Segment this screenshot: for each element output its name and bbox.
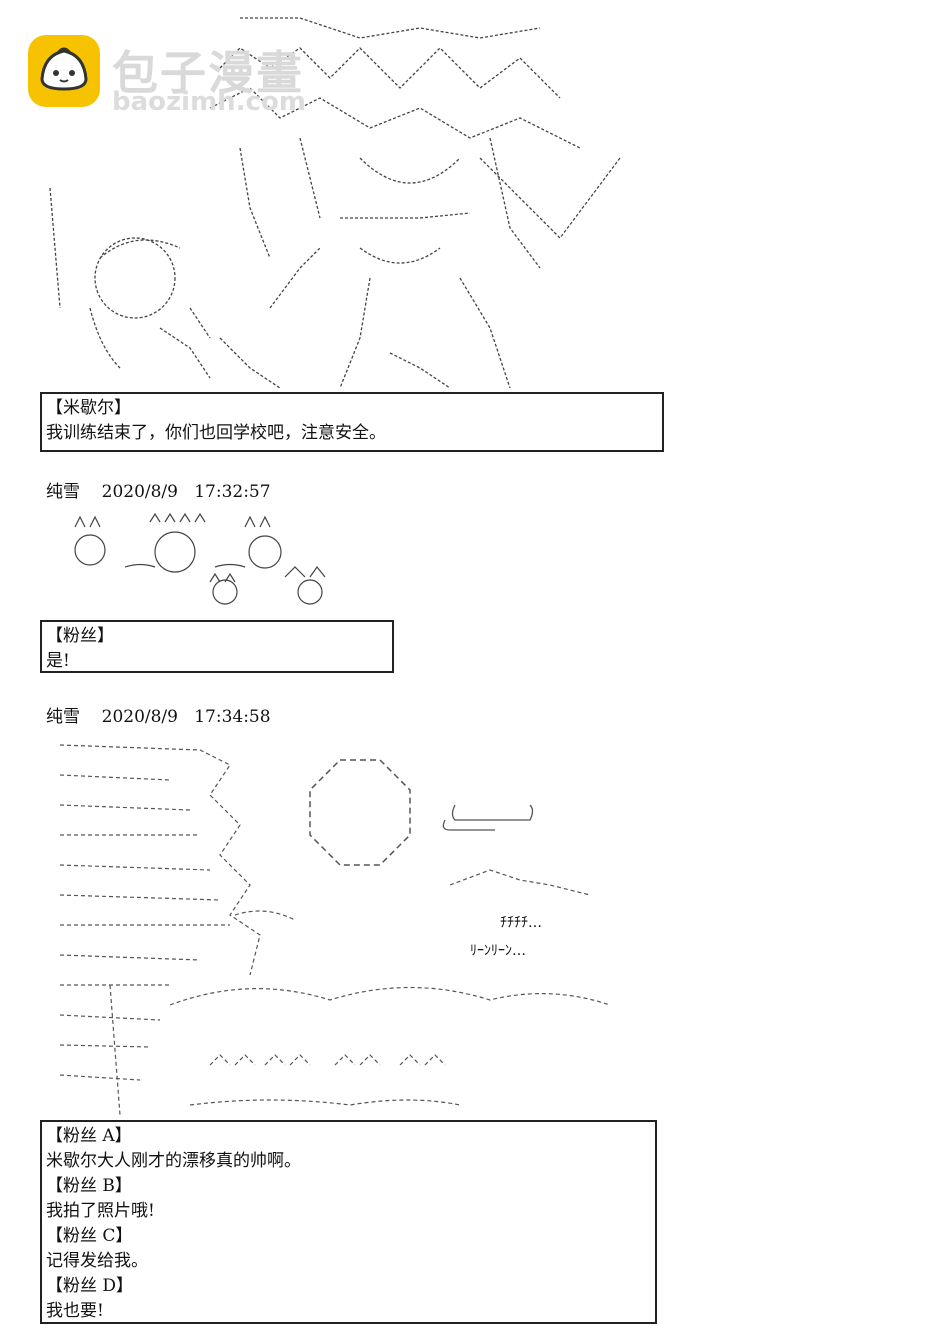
watermark-logo: 包子漫畫 baozimh.com [28,35,328,117]
sfx-chirp: ﾁﾁﾁﾁ… [500,915,542,931]
watermark-domain: baozimh.com [112,87,306,117]
dialog-box-fans: 【粉丝】 是! [40,620,394,673]
bun-logo-icon [28,35,100,107]
speaker-label: 【粉丝 A】 [46,1126,132,1146]
post-meta: 纯雪 2020/8/9 17:34:58 [46,702,271,727]
dialog-text: 我拍了照片哦! [46,1201,155,1221]
cats-ascii-art [55,512,355,607]
speaker-label: 【粉丝 B】 [46,1176,132,1196]
dialog-box-michelle: 【米歇尔】 我训练结束了，你们也回学校吧，注意安全。 [40,392,664,452]
post-author: 纯雪 [46,707,80,727]
post-time: 17:32:57 [194,482,271,502]
dialog-text: 米歇尔大人刚才的漂移真的帅啊。 [46,1151,301,1171]
dialog-box-fans-group: 【粉丝 A】 米歇尔大人刚才的漂移真的帅啊。 【粉丝 B】 我拍了照片哦! 【粉… [40,1120,657,1324]
top-ascii-art [40,8,640,388]
post-date: 2020/8/9 [101,482,178,502]
speaker-label: 【米歇尔】 [46,398,131,418]
dialog-text: 记得发给我。 [46,1251,148,1271]
watermark-brand: 包子漫畫 [112,46,304,100]
sfx-ring: ﾘｰﾝﾘｰﾝ… [470,943,526,959]
dialog-text: 我训练结束了，你们也回学校吧，注意安全。 [46,423,386,443]
speaker-label: 【粉丝 C】 [46,1226,133,1246]
post-meta: 纯雪 2020/8/9 17:32:57 [46,477,271,502]
post-author: 纯雪 [46,482,80,502]
scene-ascii-art [50,735,630,1115]
dialog-text: 我也要! [46,1301,104,1321]
post-date: 2020/8/9 [101,707,178,727]
post-time: 17:34:58 [194,707,271,727]
speaker-label: 【粉丝 D】 [46,1276,134,1296]
speaker-label: 【粉丝】 [46,626,114,646]
dialog-text: 是! [46,651,70,671]
